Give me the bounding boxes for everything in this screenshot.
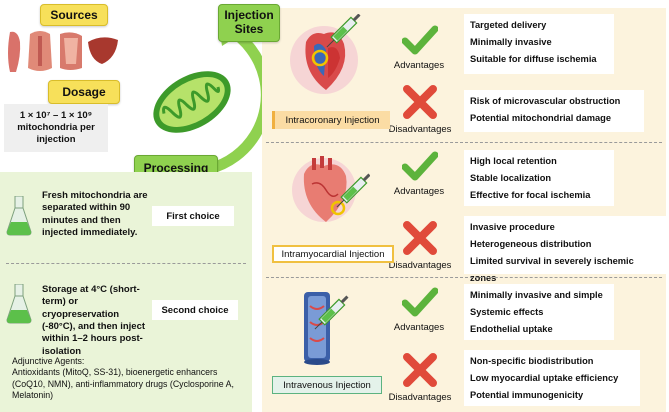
first-choice-box: First choice — [152, 206, 234, 226]
disadvantage-item: Low myocardial uptake efficiency — [470, 373, 619, 383]
divider — [6, 263, 246, 264]
disadvantage-item: Potential immunogenicity — [470, 390, 584, 400]
intravenous-label: Intravenous Injection — [272, 376, 382, 394]
mitochondrion-icon — [153, 71, 231, 133]
disadvantages-label: Disadvantages — [388, 260, 452, 271]
advantage-item: Minimally invasive and simple — [470, 290, 603, 300]
flask-icon — [6, 196, 32, 236]
advantage-item: Systemic effects — [470, 307, 544, 317]
disadvantage-item: Heterogeneous distribution — [470, 239, 592, 249]
advantage-item: Minimally invasive — [470, 37, 552, 47]
organ-sources-icon — [8, 31, 118, 72]
disadvantage-item: Non-specific biodistribution — [470, 356, 594, 366]
advantage-item: Suitable for diffuse ischemia — [470, 54, 597, 64]
heart-intramyocardial-icon — [292, 156, 370, 222]
disadvantages-list: Invasive procedure Heterogeneous distrib… — [464, 216, 666, 283]
dosage-text: 1 × 10⁷ – 1 × 10⁹ mitochondria per injec… — [4, 104, 108, 152]
intracoronary-label: Intracoronary Injection — [272, 111, 390, 129]
disadvantages-label: Disadvantages — [388, 124, 452, 135]
cross-icon — [403, 353, 437, 387]
disadvantage-item: Limited survival in severely ischemic zo… — [470, 256, 634, 283]
flask-icon — [6, 284, 32, 324]
divider — [266, 277, 662, 278]
injection-sites-label: Injection Sites — [218, 4, 280, 42]
divider — [266, 142, 662, 143]
heart-intracoronary-icon — [290, 14, 361, 94]
advantage-item: Effective for focal ischemia — [470, 190, 591, 200]
advantages-label: Advantages — [393, 322, 445, 333]
advantage-item: Stable localization — [470, 173, 552, 183]
syringe-icon — [326, 14, 361, 48]
cross-icon — [403, 85, 437, 119]
advantage-item: Endothelial uptake — [470, 324, 553, 334]
disadvantage-item: Invasive procedure — [470, 222, 555, 232]
advantages-list: Minimally invasive and simple Systemic e… — [464, 284, 614, 340]
advantage-item: Targeted delivery — [470, 20, 547, 30]
check-icon — [402, 25, 438, 55]
disadvantage-item: Risk of microvascular obstruction — [470, 96, 621, 106]
advantages-label: Advantages — [393, 186, 445, 197]
intramyocardial-label: Intramyocardial Injection — [272, 245, 394, 263]
adjunctive-title: Adjunctive Agents: — [12, 356, 85, 366]
disadvantages-list: Risk of microvascular obstruction Potent… — [464, 90, 644, 132]
disadvantages-list: Non-specific biodistribution Low myocard… — [464, 350, 640, 406]
advantages-list: High local retention Stable localization… — [464, 150, 614, 206]
syringe-icon — [314, 295, 349, 330]
disadvantage-item: Potential mitochondrial damage — [470, 113, 612, 123]
dosage-label: Dosage — [48, 80, 120, 104]
check-icon — [402, 287, 438, 317]
second-choice-box: Second choice — [152, 300, 238, 320]
adjunctive-list: Antioxidants (MitoQ, SS-31), bioenergeti… — [12, 367, 234, 401]
vein-intravenous-icon — [304, 292, 349, 365]
storage-text: Storage at 4°C (short-term) or cryoprese… — [42, 284, 146, 357]
advantages-label: Advantages — [393, 60, 445, 71]
syringe-icon — [336, 173, 370, 208]
advantages-list: Targeted delivery Minimally invasive Sui… — [464, 14, 614, 74]
disadvantages-label: Disadvantages — [388, 392, 452, 403]
cross-icon — [403, 221, 437, 255]
check-icon — [402, 151, 438, 181]
sources-label: Sources — [40, 4, 108, 26]
adjunctive-agents: Adjunctive Agents: Antioxidants (MitoQ, … — [12, 356, 248, 402]
advantage-item: High local retention — [470, 156, 557, 166]
fresh-mitochondria-text: Fresh mitochondria are separated within … — [42, 190, 148, 239]
